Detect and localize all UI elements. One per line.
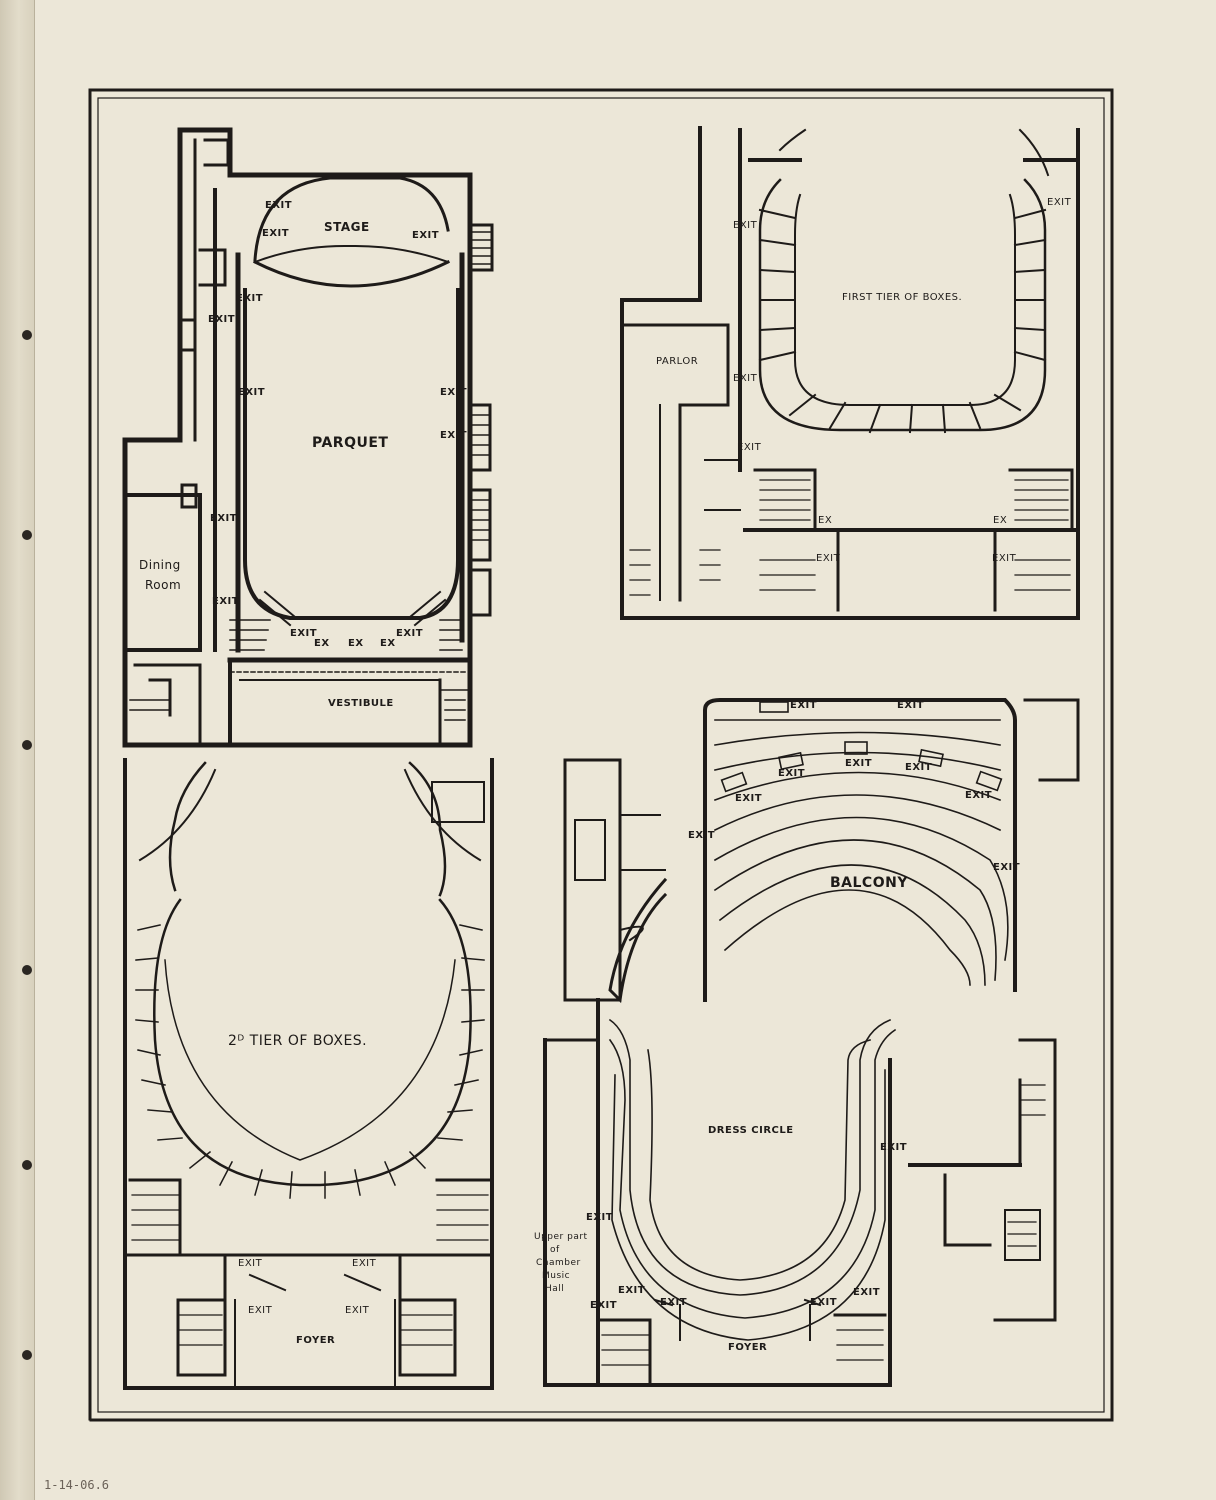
vestibule-label: VESTIBULE	[328, 698, 394, 709]
foyer-label: FOYER	[728, 1342, 768, 1353]
chamber-hall-label: Chamber	[536, 1258, 581, 1268]
binding-hole	[22, 530, 32, 540]
exit-label: EXIT	[905, 762, 933, 773]
exit-label: EXIT	[290, 628, 318, 639]
exit-label: EXIT	[853, 1287, 881, 1298]
binding-hole	[22, 1350, 32, 1360]
foyer-label: FOYER	[296, 1335, 336, 1346]
ex-label: EX	[348, 638, 364, 649]
parlor-label: PARLOR	[656, 356, 699, 367]
exit-label: EXIT	[210, 513, 238, 524]
ex-label: EX	[993, 515, 1008, 526]
exit-label: EXIT	[345, 1305, 370, 1316]
chamber-hall-label: Music	[542, 1271, 571, 1281]
exit-label: EXIT	[660, 1297, 688, 1308]
ex-label: EX	[818, 515, 833, 526]
exit-label: EXIT	[440, 430, 468, 441]
exit-label: EXIT	[236, 293, 264, 304]
exit-label: EXIT	[993, 862, 1021, 873]
page-frame-inner	[97, 97, 1105, 1413]
exit-label: EXIT	[618, 1285, 646, 1296]
exit-label: EXIT	[412, 230, 440, 241]
balcony-label: BALCONY	[830, 875, 908, 891]
exit-label: EXIT	[352, 1258, 377, 1269]
exit-label: EXIT	[897, 700, 925, 711]
exit-label: EXIT	[586, 1212, 614, 1223]
exit-label: EXIT	[810, 1297, 838, 1308]
chamber-hall-label: Hall	[545, 1284, 565, 1294]
exit-label: EXIT	[590, 1300, 618, 1311]
exit-label: EXIT	[396, 628, 424, 639]
binding-hole	[22, 965, 32, 975]
balcony-dress-circle-plan	[543, 698, 1080, 1387]
exit-label: EXIT	[208, 314, 236, 325]
page-frame-outer	[88, 88, 1114, 1422]
exit-label: EXIT	[1047, 197, 1072, 208]
dining-room-label: Room	[145, 578, 182, 592]
binding-spine	[0, 0, 35, 1500]
exit-label: EXIT	[238, 387, 266, 398]
exit-label: EXIT	[880, 1142, 908, 1153]
exit-label: EXIT	[735, 793, 763, 804]
exit-label: EXIT	[992, 553, 1017, 564]
exit-label: EXIT	[733, 373, 758, 384]
binding-hole	[22, 1160, 32, 1170]
exit-label: EXIT	[262, 228, 290, 239]
parquet-label: PARQUET	[312, 435, 389, 451]
exit-label: EXIT	[965, 790, 993, 801]
dining-room-label: Dining	[139, 558, 181, 572]
exit-label: EXIT	[790, 700, 818, 711]
stage-label: STAGE	[324, 220, 370, 234]
archive-annotation: 1-14-06.6	[44, 1478, 110, 1492]
ex-label: EX	[380, 638, 396, 649]
exit-label: EXIT	[440, 387, 468, 398]
second-tier-plan	[123, 758, 494, 1390]
exit-label: EXIT	[248, 1305, 273, 1316]
first-tier-plan	[620, 126, 1080, 620]
exit-label: EXIT	[265, 200, 293, 211]
first-tier-title: FIRST TIER OF BOXES.	[842, 292, 963, 303]
exit-label: EXIT	[737, 442, 762, 453]
chamber-hall-label: of	[550, 1245, 560, 1255]
binding-hole	[22, 740, 32, 750]
exit-label: EXIT	[212, 596, 240, 607]
second-tier-title: 2ᴰ TIER OF BOXES.	[228, 1033, 368, 1049]
exit-label: EXIT	[845, 758, 873, 769]
binding-hole	[22, 330, 32, 340]
parquet-plan	[122, 127, 494, 748]
exit-label: EXIT	[238, 1258, 263, 1269]
exit-label: EXIT	[816, 553, 841, 564]
ex-label: EX	[314, 638, 330, 649]
exit-label: EXIT	[688, 830, 716, 841]
exit-label: EXIT	[778, 768, 806, 779]
exit-label: EXIT	[733, 220, 758, 231]
chamber-hall-label: Upper part	[534, 1232, 588, 1242]
dress-circle-label: DRESS CIRCLE	[708, 1125, 794, 1136]
